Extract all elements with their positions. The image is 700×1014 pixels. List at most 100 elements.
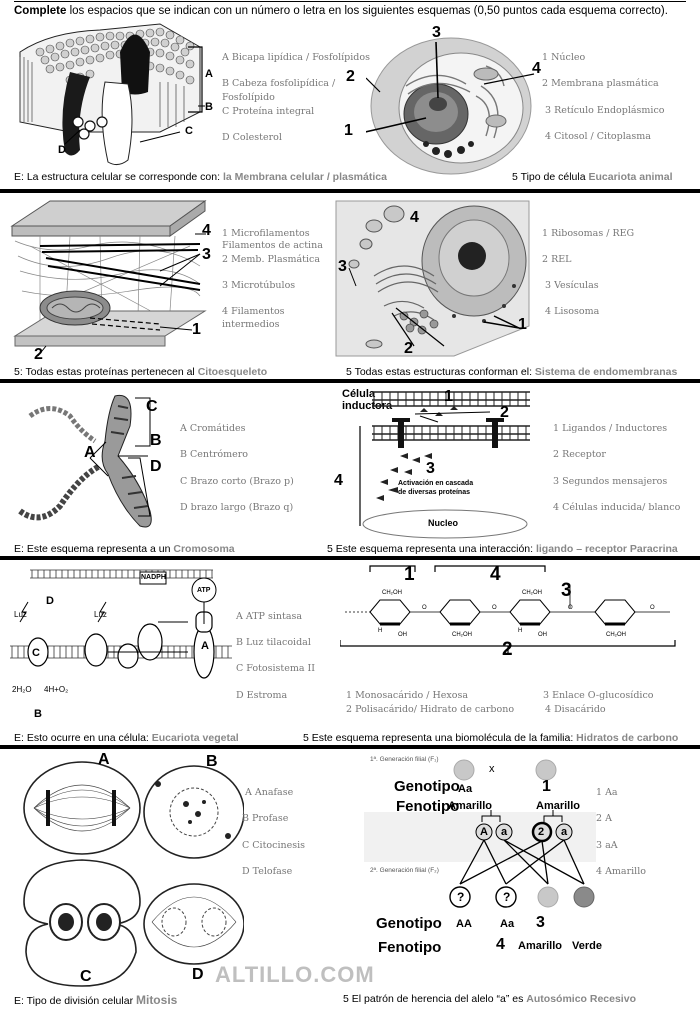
signal-title-2: inductora: [342, 400, 393, 412]
animal-cell-diagram: [366, 37, 535, 175]
genetics-caption-text: 5 El patrón de herencia del alelo “a” es: [343, 993, 527, 1005]
cross-x: x: [489, 763, 495, 775]
gamete-a-small-2: a: [561, 826, 568, 838]
ring-o-3: O: [568, 605, 573, 611]
endo-label-1: 1 Ribosomas / REG: [542, 228, 635, 239]
parent-number-1: 1: [542, 778, 551, 795]
watermark: ALTILLO.COM: [215, 962, 375, 987]
cell-label-1: 1 Núcleo: [542, 52, 586, 63]
chromosome-label-c: C Brazo corto (Brazo p): [180, 476, 294, 487]
thylakoid-nadph: NADPH: [141, 574, 166, 581]
cyto-caption: 5: Todas estas proteínas pertenecen al C…: [14, 366, 267, 378]
poly-caption-answer: Hidratos de carbono: [576, 732, 679, 744]
parent-1-circle: [453, 759, 475, 781]
cell-number-2: 2: [346, 68, 355, 85]
ring-o-2: O: [492, 605, 497, 611]
ring-oh-2: OH: [538, 632, 547, 638]
separator-3: [0, 556, 700, 560]
poly-label-3: 3 Enlace O-glucosídico: [543, 690, 654, 701]
chromosome-caption-answer: Cromosoma: [173, 543, 235, 555]
chromosome-label-b: B Centrómero: [180, 449, 248, 460]
thylakoid-label-b: B Luz tilacoidal: [236, 637, 311, 648]
cell-number-1: 1: [344, 122, 353, 139]
thylakoid-caption-text: E: Esto ocurre en una célula:: [14, 732, 152, 744]
fenotipo-label-2: Fenotipo: [378, 939, 442, 956]
parent-genotype: Aa: [458, 783, 473, 795]
chromosome-letter-c: C: [146, 398, 158, 415]
genetics-caption-answer: Autosómico Recesivo: [526, 993, 636, 1005]
thylakoid-label-c: C Fotosistema II: [236, 663, 316, 674]
polysaccharide-diagram: CH₂OH CH₂OH CH₂OH CH₂OH OH OH O O O O H …: [340, 565, 676, 654]
cell-caption: 5 Tipo de célula Eucariota animal: [512, 171, 673, 183]
f2-number-3: 3: [536, 914, 545, 931]
membrane-label-d: D Colesterol: [222, 132, 282, 143]
separator-1: [0, 189, 700, 193]
mitosis-label-d: D Telofase: [242, 866, 293, 877]
endo-caption: 5 Todas estas estructuras conforman el: …: [346, 366, 677, 378]
membrane-diagram: [19, 23, 205, 166]
membrane-caption-text: E: La estructura celular se corresponde …: [14, 171, 223, 183]
signal-caption: 5 Este esquema representa una interacció…: [327, 543, 678, 555]
cyto-number-3: 3: [202, 246, 211, 263]
cytoskeleton-diagram: [10, 200, 207, 357]
genotipo-label-2: Genotipo: [376, 915, 442, 932]
ring-o-4: O: [650, 605, 655, 611]
thylakoid-label-a: A ATP sintasa: [236, 611, 303, 622]
genotipo-label-1: Genotipo: [394, 778, 460, 795]
signal-label-2: 2 Receptor: [553, 449, 606, 460]
signaling-diagram: [359, 391, 530, 539]
poly-caption-text: 5 Este esquema representa una biomolécul…: [303, 732, 577, 744]
ring-ch2oh-2: CH₂OH: [452, 632, 472, 638]
signal-number-3: 3: [426, 460, 435, 477]
gamete-a-small-1: a: [501, 826, 508, 838]
ring-oh-1: OH: [398, 632, 407, 638]
cyto-number-2: 2: [34, 346, 43, 363]
gamete-number-2: 2: [538, 826, 545, 838]
signal-label-1: 1 Ligandos / Inductores: [553, 423, 668, 434]
thylakoid-c: C: [32, 647, 40, 659]
endo-number-4: 4: [410, 209, 419, 226]
signal-title-1: Célula: [342, 388, 376, 400]
separator-2: [0, 379, 700, 383]
poly-caption: 5 Este esquema representa una biomolécul…: [303, 732, 678, 744]
instructions-text: los espacios que se indican con un númer…: [66, 5, 668, 17]
thylakoid-a: A: [201, 640, 209, 652]
cyto-label-1: 1 Microfilamentos: [222, 228, 310, 239]
thylakoid-diagram: [10, 569, 232, 679]
cyto-label-3: 3 Microtúbulos: [222, 280, 296, 291]
endo-caption-text: 5 Todas estas estructuras conforman el:: [346, 366, 535, 378]
ring-o-1: O: [422, 605, 427, 611]
ring-h-1: H: [378, 628, 382, 634]
cell-caption-answer: Eucariota animal: [588, 171, 673, 183]
genetics-label-4: 4 Amarillo: [596, 866, 646, 877]
endo-number-2: 2: [404, 340, 413, 357]
membrane-caption-answer: la Membrana celular / plasmática: [222, 171, 387, 183]
cyto-number-4: 4: [202, 222, 211, 239]
membrane-letter-a: A: [205, 68, 213, 80]
f2-question-1: ?: [457, 890, 465, 904]
parent-2-phenotype: Amarillo: [536, 800, 581, 812]
f2-phenotype-yellow: Amarillo: [518, 940, 563, 952]
chromosome-caption: E: Este esquema representa a un Cromosom…: [14, 543, 235, 555]
thylakoid-atp: ATP: [197, 587, 211, 594]
f2-genotype-aa: AA: [456, 918, 472, 930]
parent-2-circle: [535, 759, 557, 781]
endo-label-4: 4 Lisosoma: [545, 306, 600, 317]
membrane-label-b2: Fosfolípido: [222, 92, 275, 103]
signal-number-4: 4: [334, 472, 343, 489]
cyto-label-2: 2 Memb. Plasmática: [222, 254, 321, 265]
cell-number-4: 4: [532, 60, 541, 77]
chromosome-label-a: A Cromátides: [180, 423, 246, 434]
mitosis-diagram: [23, 761, 244, 987]
poly-label-2: 2 Polisacárido/ Hidrato de carbono: [346, 704, 515, 715]
f2-question-2: ?: [503, 890, 511, 904]
f2-yellow-circle: [537, 886, 559, 908]
membrane-letter-d: D: [58, 144, 66, 156]
ring-ch2oh-3: CH₂OH: [522, 590, 542, 596]
cyto-number-1: 1: [192, 321, 201, 338]
mitosis-label-c: C Citocinesis: [242, 840, 306, 851]
mitosis-caption: E: Tipo de división celular Mitosis: [14, 993, 177, 1007]
membrane-label-a: A Bicapa lipídica / Fosfolípidos: [222, 52, 370, 63]
parent-1-phenotype: Amarillo: [448, 800, 493, 812]
thylakoid-b: B: [34, 708, 42, 720]
